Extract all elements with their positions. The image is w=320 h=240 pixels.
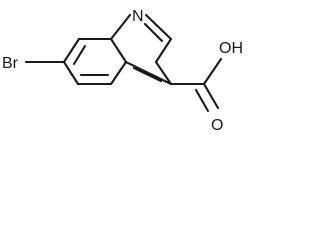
chemical-structure-diagram: Br N OH O [0,0,274,138]
bond-n1-c2 [144,13,173,41]
bromine-label: Br [2,55,19,72]
bond-c2-c3 [154,37,173,64]
bond-c8a-n1 [109,13,132,41]
bond-c7-c8 [62,37,81,64]
bond-c3-c4 [154,60,173,86]
bond-c7-c8-inner [72,44,87,66]
bond-carboxyl-o-inner [194,88,210,113]
quinoline-carboxylic-acid-structure: Br N OH O [2,8,243,134]
bonds [24,13,223,113]
bond-c8a-c4a [109,37,128,64]
bond-c4-c4a-inner [132,66,163,83]
carbonyl-oxygen-label: O [211,117,223,134]
hydroxyl-label: OH [219,40,243,57]
bond-carboxyl-o [202,82,220,110]
nitrogen-label: N [132,8,144,25]
bond-c6-c7 [62,60,80,86]
bond-c4-c4a [124,60,173,86]
bond-carboxyl-oh [202,57,223,86]
bond-c4a-c5 [109,60,128,86]
bond-n1-c2-inner [143,22,164,43]
